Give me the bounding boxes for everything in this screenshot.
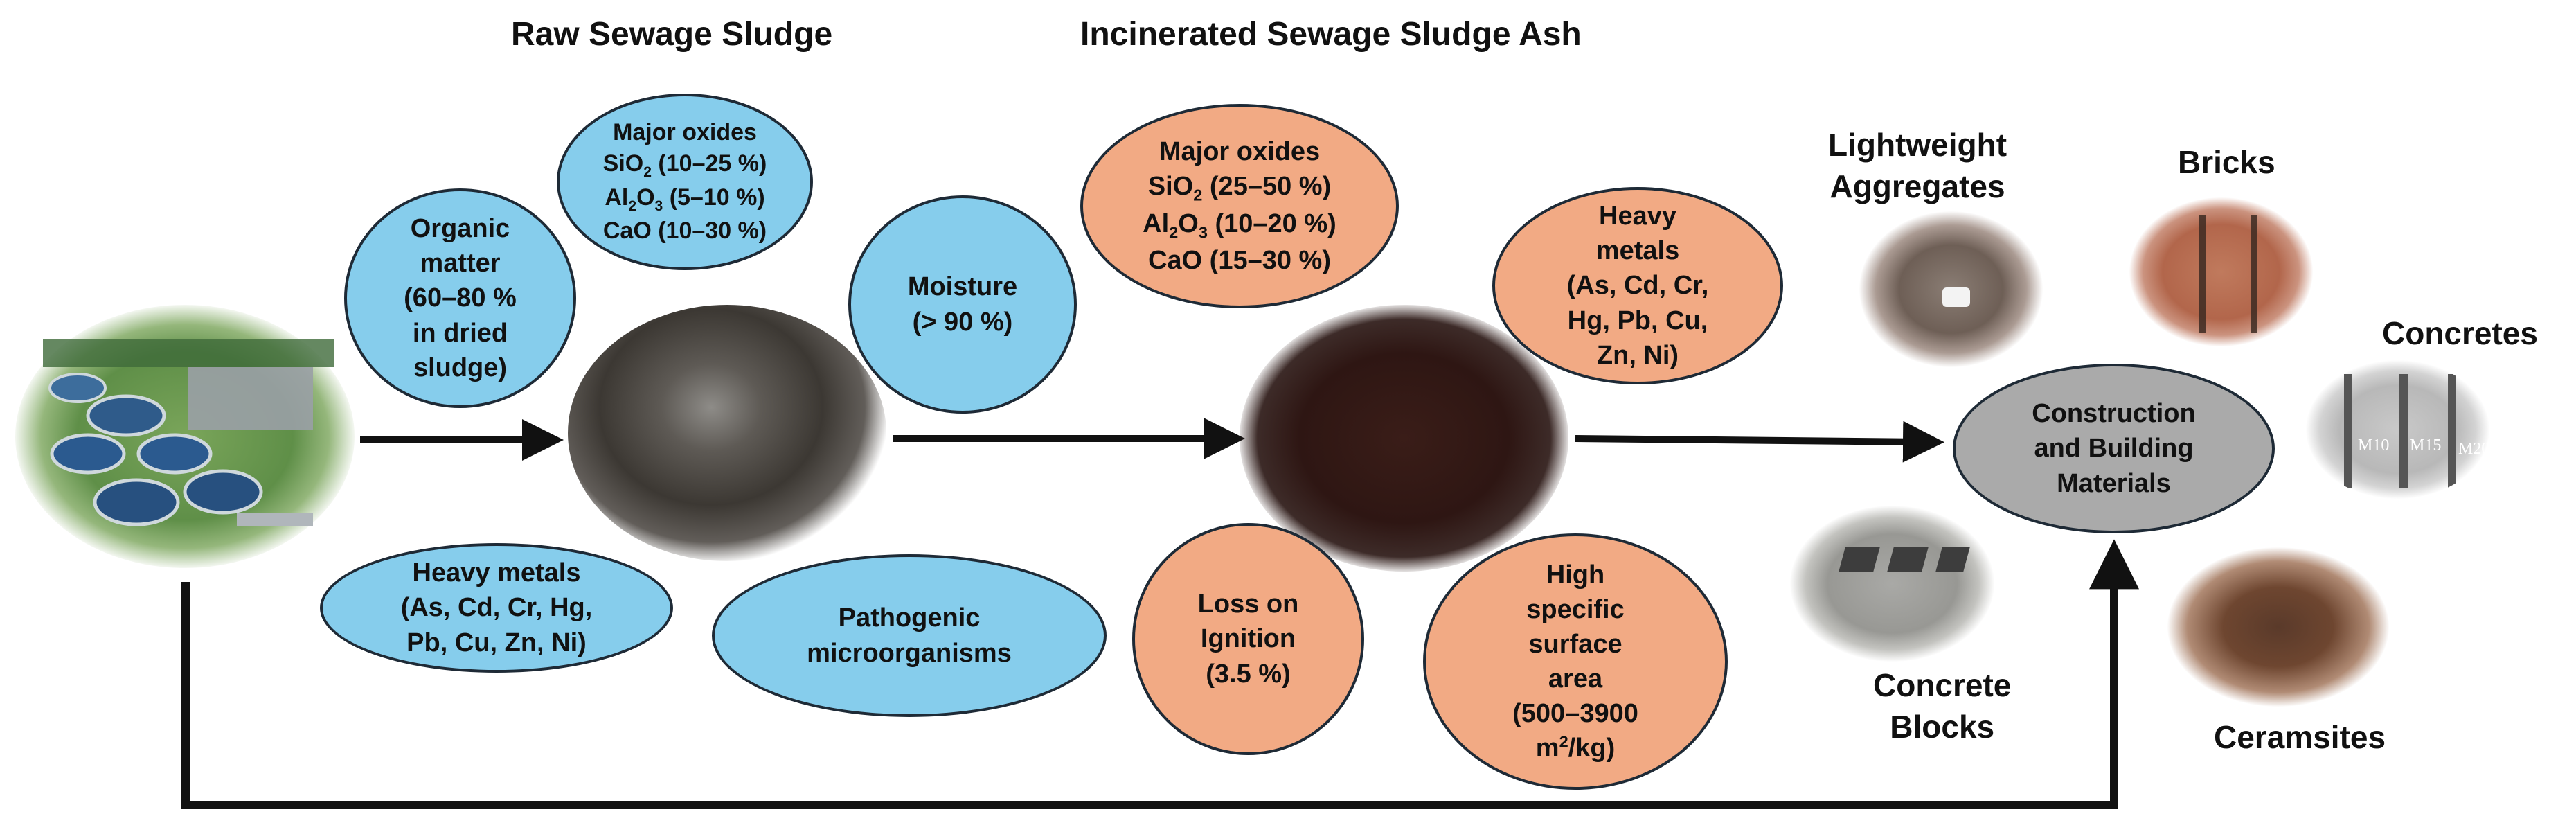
concrete-blocks-line-2: Blocks <box>1873 707 2011 748</box>
lightweight-line-1: Lightweight <box>1828 125 2007 166</box>
surface-line-3: surface <box>1528 627 1622 662</box>
ceramsites-label: Ceramsites <box>2214 717 2386 759</box>
organic-line-4: in dried <box>413 316 508 351</box>
concrete-blocks-label: Concrete Blocks <box>1873 665 2011 748</box>
ash-al2o3: Al2O3 (10–20 %) <box>1143 206 1336 244</box>
grade-m20: M20 <box>2458 440 2489 459</box>
treatment-plant-photo <box>15 305 355 568</box>
bricks-photo <box>2129 197 2313 346</box>
construction-line-3: Materials <box>2057 466 2171 501</box>
raw-metals-line-3: Pb, Cu, Zn, Ni) <box>406 626 587 660</box>
ash-metals-line-2: metals <box>1596 233 1679 268</box>
grade-m10: M10 <box>2358 436 2389 455</box>
surface-area-ellipse: High specific surface area (500–3900 m2/… <box>1423 533 1728 790</box>
loss-on-ignition-ellipse: Loss on Ignition (3.5 %) <box>1132 523 1364 755</box>
ash-metals-line-5: Zn, Ni) <box>1597 338 1679 373</box>
organic-matter-ellipse: Organic matter (60–80 % in dried sludge) <box>344 188 576 408</box>
moisture-line-2: (> 90 %) <box>913 305 1013 339</box>
pathogens-line-2: microorganisms <box>807 636 1012 671</box>
ash-metals-line-4: Hg, Pb, Cu, <box>1568 303 1708 338</box>
moisture-line-1: Moisture <box>908 269 1017 304</box>
concrete-blocks-line-1: Concrete <box>1873 665 2011 707</box>
grade-m15: M15 <box>2410 436 2441 455</box>
construction-line-1: Construction <box>2032 396 2195 431</box>
pathogens-ellipse: Pathogenic microorganisms <box>712 554 1107 717</box>
moisture-ellipse: Moisture (> 90 %) <box>848 195 1077 414</box>
raw-cao: CaO (10–30 %) <box>603 215 767 247</box>
treatment-basins-icon <box>15 305 355 568</box>
raw-oxides-title: Major oxides <box>613 117 757 148</box>
loi-line-1: Loss on <box>1198 587 1299 621</box>
concretes-photo: M10 M15 M20 <box>2306 360 2489 499</box>
surface-line-1: High <box>1546 558 1604 592</box>
organic-line-3: (60–80 % <box>404 281 517 315</box>
ash-sio2: SiO2 (25–50 %) <box>1148 169 1331 206</box>
raw-heavy-metals-ellipse: Heavy metals (As, Cd, Cr, Hg, Pb, Cu, Zn… <box>320 543 673 673</box>
raw-metals-line-1: Heavy metals <box>413 556 581 590</box>
surface-line-5: (500–3900 <box>1512 696 1638 731</box>
construction-materials-ellipse: Construction and Building Materials <box>1953 364 2275 533</box>
concretes-label: Concretes <box>2382 313 2538 355</box>
organic-line-5: sludge) <box>413 351 507 385</box>
raw-major-oxides-ellipse: Major oxides SiO2 (10–25 %) Al2O3 (5–10 … <box>557 94 813 270</box>
raw-metals-line-2: (As, Cd, Cr, Hg, <box>401 590 593 625</box>
surface-unit: m2/kg) <box>1536 731 1615 765</box>
concrete-blocks-photo <box>1790 506 1994 662</box>
ceramsites-photo <box>2167 547 2389 707</box>
pathogens-line-1: Pathogenic <box>839 601 981 635</box>
organic-line-1: Organic <box>411 211 510 246</box>
arrow-ash-to-materials <box>1575 439 1925 442</box>
ash-major-oxides-ellipse: Major oxides SiO2 (25–50 %) Al2O3 (10–20… <box>1080 104 1399 308</box>
raw-sio2: SiO2 (10–25 %) <box>603 148 767 182</box>
ash-metals-line-3: (As, Cd, Cr, <box>1567 268 1709 303</box>
lightweight-aggregates-photo <box>1859 211 2043 367</box>
lightweight-line-2: Aggregates <box>1828 166 2007 208</box>
organic-line-2: matter <box>420 246 500 281</box>
construction-line-2: and Building <box>2034 431 2193 466</box>
ash-cao: CaO (15–30 %) <box>1148 243 1331 278</box>
bricks-label: Bricks <box>2178 142 2275 184</box>
loi-line-3: (3.5 %) <box>1206 657 1290 691</box>
ash-metals-line-1: Heavy <box>1599 199 1676 233</box>
raw-al2o3: Al2O3 (5–10 %) <box>605 182 764 216</box>
surface-line-4: area <box>1548 662 1602 696</box>
ash-oxides-title: Major oxides <box>1159 134 1320 169</box>
loi-line-2: Ignition <box>1201 621 1296 656</box>
lightweight-aggregates-label: Lightweight Aggregates <box>1828 125 2007 208</box>
ash-heavy-metals-ellipse: Heavy metals (As, Cd, Cr, Hg, Pb, Cu, Zn… <box>1492 187 1783 384</box>
surface-line-2: specific <box>1526 592 1625 627</box>
raw-sludge-photo <box>568 305 886 561</box>
